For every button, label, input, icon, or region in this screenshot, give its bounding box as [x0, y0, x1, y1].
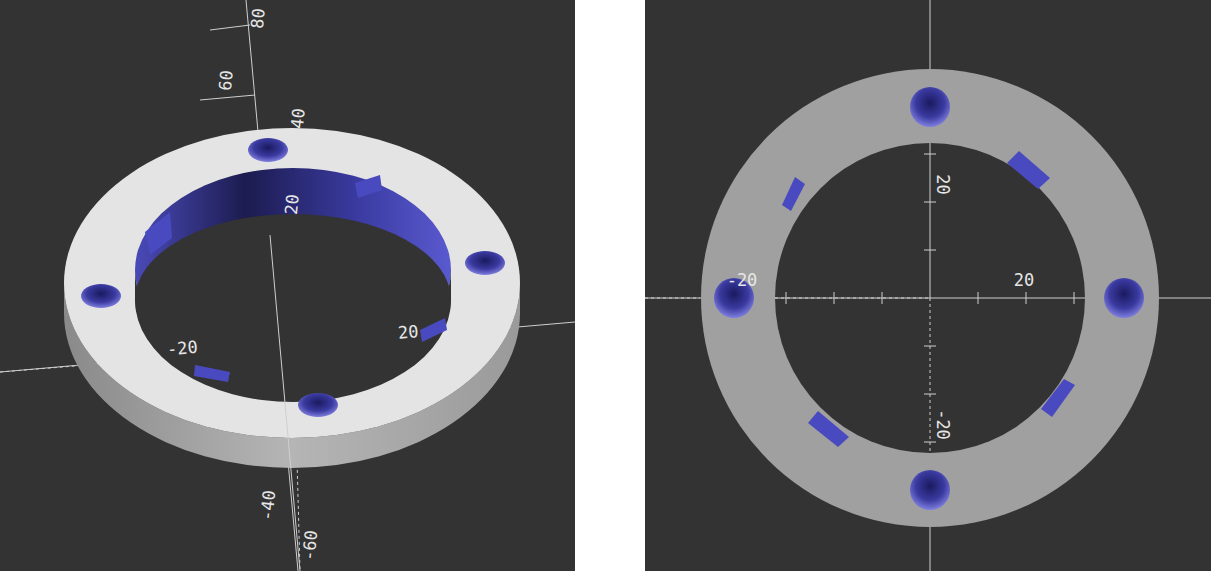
- axis-label: -60: [300, 529, 320, 561]
- axis-label: -40: [258, 489, 278, 521]
- axis-label: 80: [248, 7, 267, 29]
- axis-label: -20: [934, 409, 951, 440]
- axis-label: -20: [727, 272, 758, 289]
- axis-label: 60: [216, 69, 235, 91]
- axis-label: 20: [397, 323, 419, 342]
- axis-label: 20: [1014, 272, 1034, 289]
- axis-label: 20: [933, 174, 950, 194]
- axis-label: 20: [282, 193, 301, 215]
- axis-label: -20: [166, 338, 198, 358]
- axis-label: 40: [288, 107, 307, 129]
